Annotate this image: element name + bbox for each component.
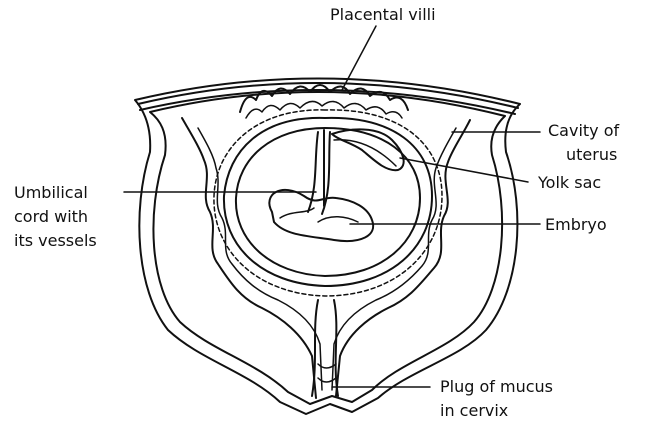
serosa-top	[138, 83, 518, 108]
chorion-outline	[224, 118, 432, 286]
label-plug-of-mucus-2: in cervix	[440, 400, 508, 421]
label-embryo: Embryo	[545, 214, 607, 235]
label-umbilical-1: Umbilical	[14, 182, 88, 203]
label-umbilical-2: cord with	[14, 206, 88, 227]
label-yolk-sac: Yolk sac	[538, 172, 601, 193]
label-cavity-of-uterus-1: Cavity of	[548, 120, 619, 141]
chorion-villi-fringe	[214, 110, 442, 296]
yolk-sac	[332, 129, 404, 170]
amnion	[236, 128, 420, 276]
embryo-detail	[280, 208, 358, 222]
umbilical-cord	[308, 130, 330, 214]
label-placental-villi: Placental villi	[330, 4, 436, 25]
label-umbilical-3: its vessels	[14, 230, 97, 251]
label-plug-of-mucus-1: Plug of mucus	[440, 376, 553, 397]
label-cavity-of-uterus-2: uterus	[566, 144, 617, 165]
